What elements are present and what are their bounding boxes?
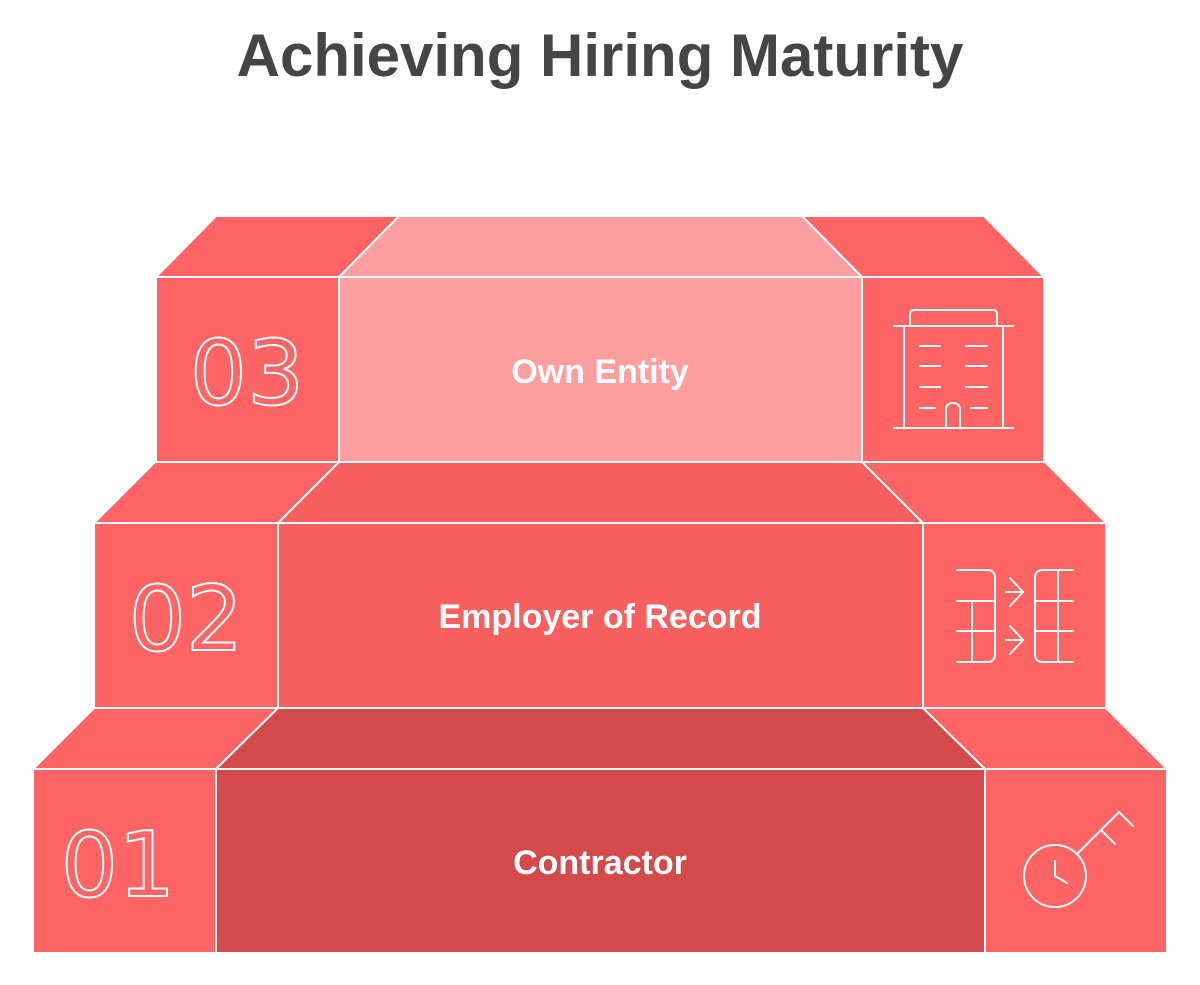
level-1-icon-box <box>984 768 1168 954</box>
level-3-step <box>153 215 1047 463</box>
level-3-label: Own Entity <box>511 353 689 391</box>
level-1-label: Contractor <box>513 844 687 882</box>
clock-key-icon <box>1023 811 1134 908</box>
level-3-center-box <box>338 276 863 463</box>
level-2-number: 02 <box>129 567 244 672</box>
level-3-number: 03 <box>190 321 305 426</box>
level-1-top-center-face <box>213 707 988 770</box>
level-3-number-box <box>155 276 340 463</box>
transfer-grid-icon <box>956 569 1074 663</box>
level-2-step <box>91 461 1109 709</box>
level-1-step <box>30 707 1170 954</box>
diagram-title: Achieving Hiring Maturity <box>236 22 964 89</box>
level-3-icon-box <box>861 276 1045 463</box>
level-3-top-center-face <box>336 215 865 278</box>
level-2-top-center-face <box>275 461 926 524</box>
level-1-center-box <box>215 768 986 954</box>
level-2-icon-box <box>922 522 1107 709</box>
office-building-icon <box>893 309 1014 429</box>
level-1-number: 01 <box>61 813 176 918</box>
level-2-label: Employer of Record <box>438 598 761 636</box>
